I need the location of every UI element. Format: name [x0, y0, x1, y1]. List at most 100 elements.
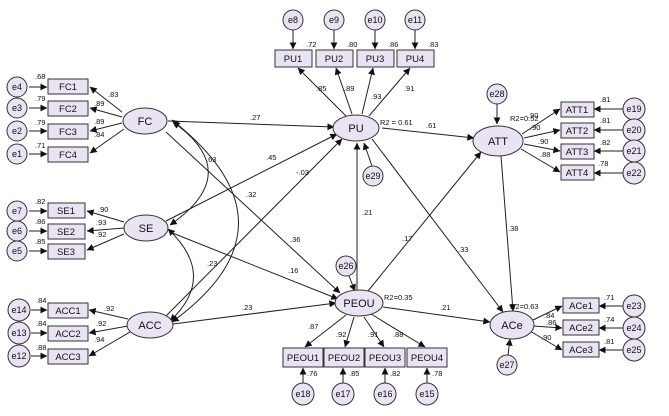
- loading-acc2: .92: [96, 319, 106, 328]
- indicator-att4: [560, 164, 595, 181]
- indicator-fc4: [47, 146, 89, 163]
- cov-se-acc: [167, 228, 194, 322]
- r2-fc4: .71: [35, 141, 45, 150]
- r2-ace2: .74: [604, 315, 614, 324]
- indicator-label-pu3: PU3: [366, 54, 384, 65]
- loading-att4: .88: [540, 150, 550, 159]
- loading-peou1: .87: [308, 322, 318, 331]
- indicator-label-pu2: PU2: [325, 54, 343, 65]
- indicator-label-att4: ATT4: [566, 168, 589, 179]
- r2-peou3: .82: [390, 369, 400, 378]
- error-e2: [6, 120, 28, 142]
- error-label-e21: e21: [626, 146, 641, 156]
- loading-ace1: .84: [544, 311, 554, 320]
- latent-ace: [489, 310, 535, 340]
- r2-acc3: .88: [36, 343, 46, 352]
- latent-label-se: SE: [139, 223, 154, 235]
- loading-pu4: .91: [404, 84, 414, 93]
- indicator-fc3: [47, 123, 89, 140]
- disturbance-label-e26: e26: [338, 261, 353, 271]
- path-se-pu: [165, 133, 338, 222]
- error-e8: [282, 9, 304, 31]
- error-e14: [7, 298, 31, 322]
- loading-ace3: .90: [541, 333, 551, 342]
- r2-fc1: .68: [35, 72, 45, 81]
- disturbance-e26: [335, 255, 357, 277]
- loading-acc3: .94: [94, 335, 104, 344]
- indicator-se3: [47, 243, 86, 260]
- loading-se1: .90: [98, 205, 108, 214]
- r2-se1: .82: [35, 197, 45, 206]
- indicator-label-pu4: PU4: [406, 54, 424, 65]
- path-pu-ace: [371, 138, 504, 313]
- disturbance-e28: [486, 83, 508, 105]
- latent-fc: [122, 107, 168, 135]
- cov-fc-se: [169, 121, 209, 226]
- indicator-label-peou3: PEOU3: [369, 353, 401, 364]
- indicator-label-acc3: ACC3: [55, 352, 80, 363]
- path-acc-peou: [172, 300, 337, 325]
- error-label-e8: e8: [288, 15, 298, 25]
- indicator-ace1: [562, 297, 600, 314]
- indicator-pu1: [274, 49, 313, 68]
- coef-pu-ace: .33: [458, 245, 468, 254]
- r2-fc3: .79: [35, 118, 45, 127]
- r2-att4: .78: [598, 159, 608, 168]
- indicator-label-fc3: FC3: [59, 127, 77, 138]
- indicator-se1: [47, 202, 86, 219]
- pu-measurement: [289, 30, 419, 167]
- disturbance-label-e27: e27: [499, 360, 514, 370]
- indicator-peou4: [406, 347, 448, 368]
- error-label-e25: e25: [626, 345, 641, 355]
- coef-pu-att: .61: [426, 121, 436, 130]
- error-label-e18: e18: [295, 389, 310, 399]
- r2-pu1: .72: [306, 40, 316, 49]
- indicator-label-fc2: FC2: [59, 104, 77, 115]
- error-label-e24: e24: [626, 323, 641, 333]
- error-label-e5: e5: [12, 246, 22, 256]
- indicator-peou2: [323, 347, 365, 368]
- coef-cov-fc-acc: .32: [246, 190, 256, 199]
- loading-fc3: .89: [94, 117, 104, 126]
- r2-acc1: .84: [36, 296, 46, 305]
- r2-peou1: .76: [307, 369, 317, 378]
- error-label-e14: e14: [11, 305, 26, 315]
- error-e5: [6, 240, 28, 262]
- loading-acc1: .92: [104, 304, 114, 313]
- disturbance-label-e28: e28: [489, 89, 504, 99]
- error-e17: [331, 382, 355, 406]
- indicator-ace3: [562, 341, 600, 358]
- error-label-e2: e2: [12, 126, 22, 136]
- error-label-e12: e12: [11, 351, 26, 361]
- loading-peou4: .88: [393, 330, 403, 339]
- indicator-acc3: [47, 348, 89, 365]
- loading-att2: .90: [530, 123, 540, 132]
- error-label-e17: e17: [335, 389, 350, 399]
- disturbance-label-e29: e29: [365, 171, 380, 181]
- path-fc-peou: [165, 131, 341, 294]
- loading-pu2: .89: [344, 84, 354, 93]
- error-label-e4: e4: [12, 82, 22, 92]
- loading-peou3: .91: [368, 330, 378, 339]
- r2-att1: .81: [600, 95, 610, 104]
- loading-pu1: .85: [316, 84, 326, 93]
- coef-peou-pu: .21: [362, 208, 372, 217]
- loading-fc4: .84: [94, 130, 104, 139]
- indicator-fc1: [47, 78, 89, 95]
- r2-se3: .85: [35, 237, 45, 246]
- error-e3: [6, 97, 28, 119]
- error-e12: [7, 344, 31, 368]
- error-e16: [373, 382, 397, 406]
- indicator-label-ace1: ACe1: [569, 301, 593, 312]
- error-e22: [622, 161, 646, 185]
- indicator-peou3: [364, 347, 406, 368]
- error-label-e15: e15: [419, 389, 434, 399]
- latent-att: [472, 125, 524, 157]
- loading-fc1: .83: [108, 90, 118, 99]
- r2-pu4: .83: [428, 40, 438, 49]
- indicator-label-peou2: PEOU2: [328, 353, 360, 364]
- error-e1: [6, 143, 28, 165]
- error-label-e6: e6: [12, 226, 22, 236]
- coef-att-ace: .38: [508, 224, 518, 233]
